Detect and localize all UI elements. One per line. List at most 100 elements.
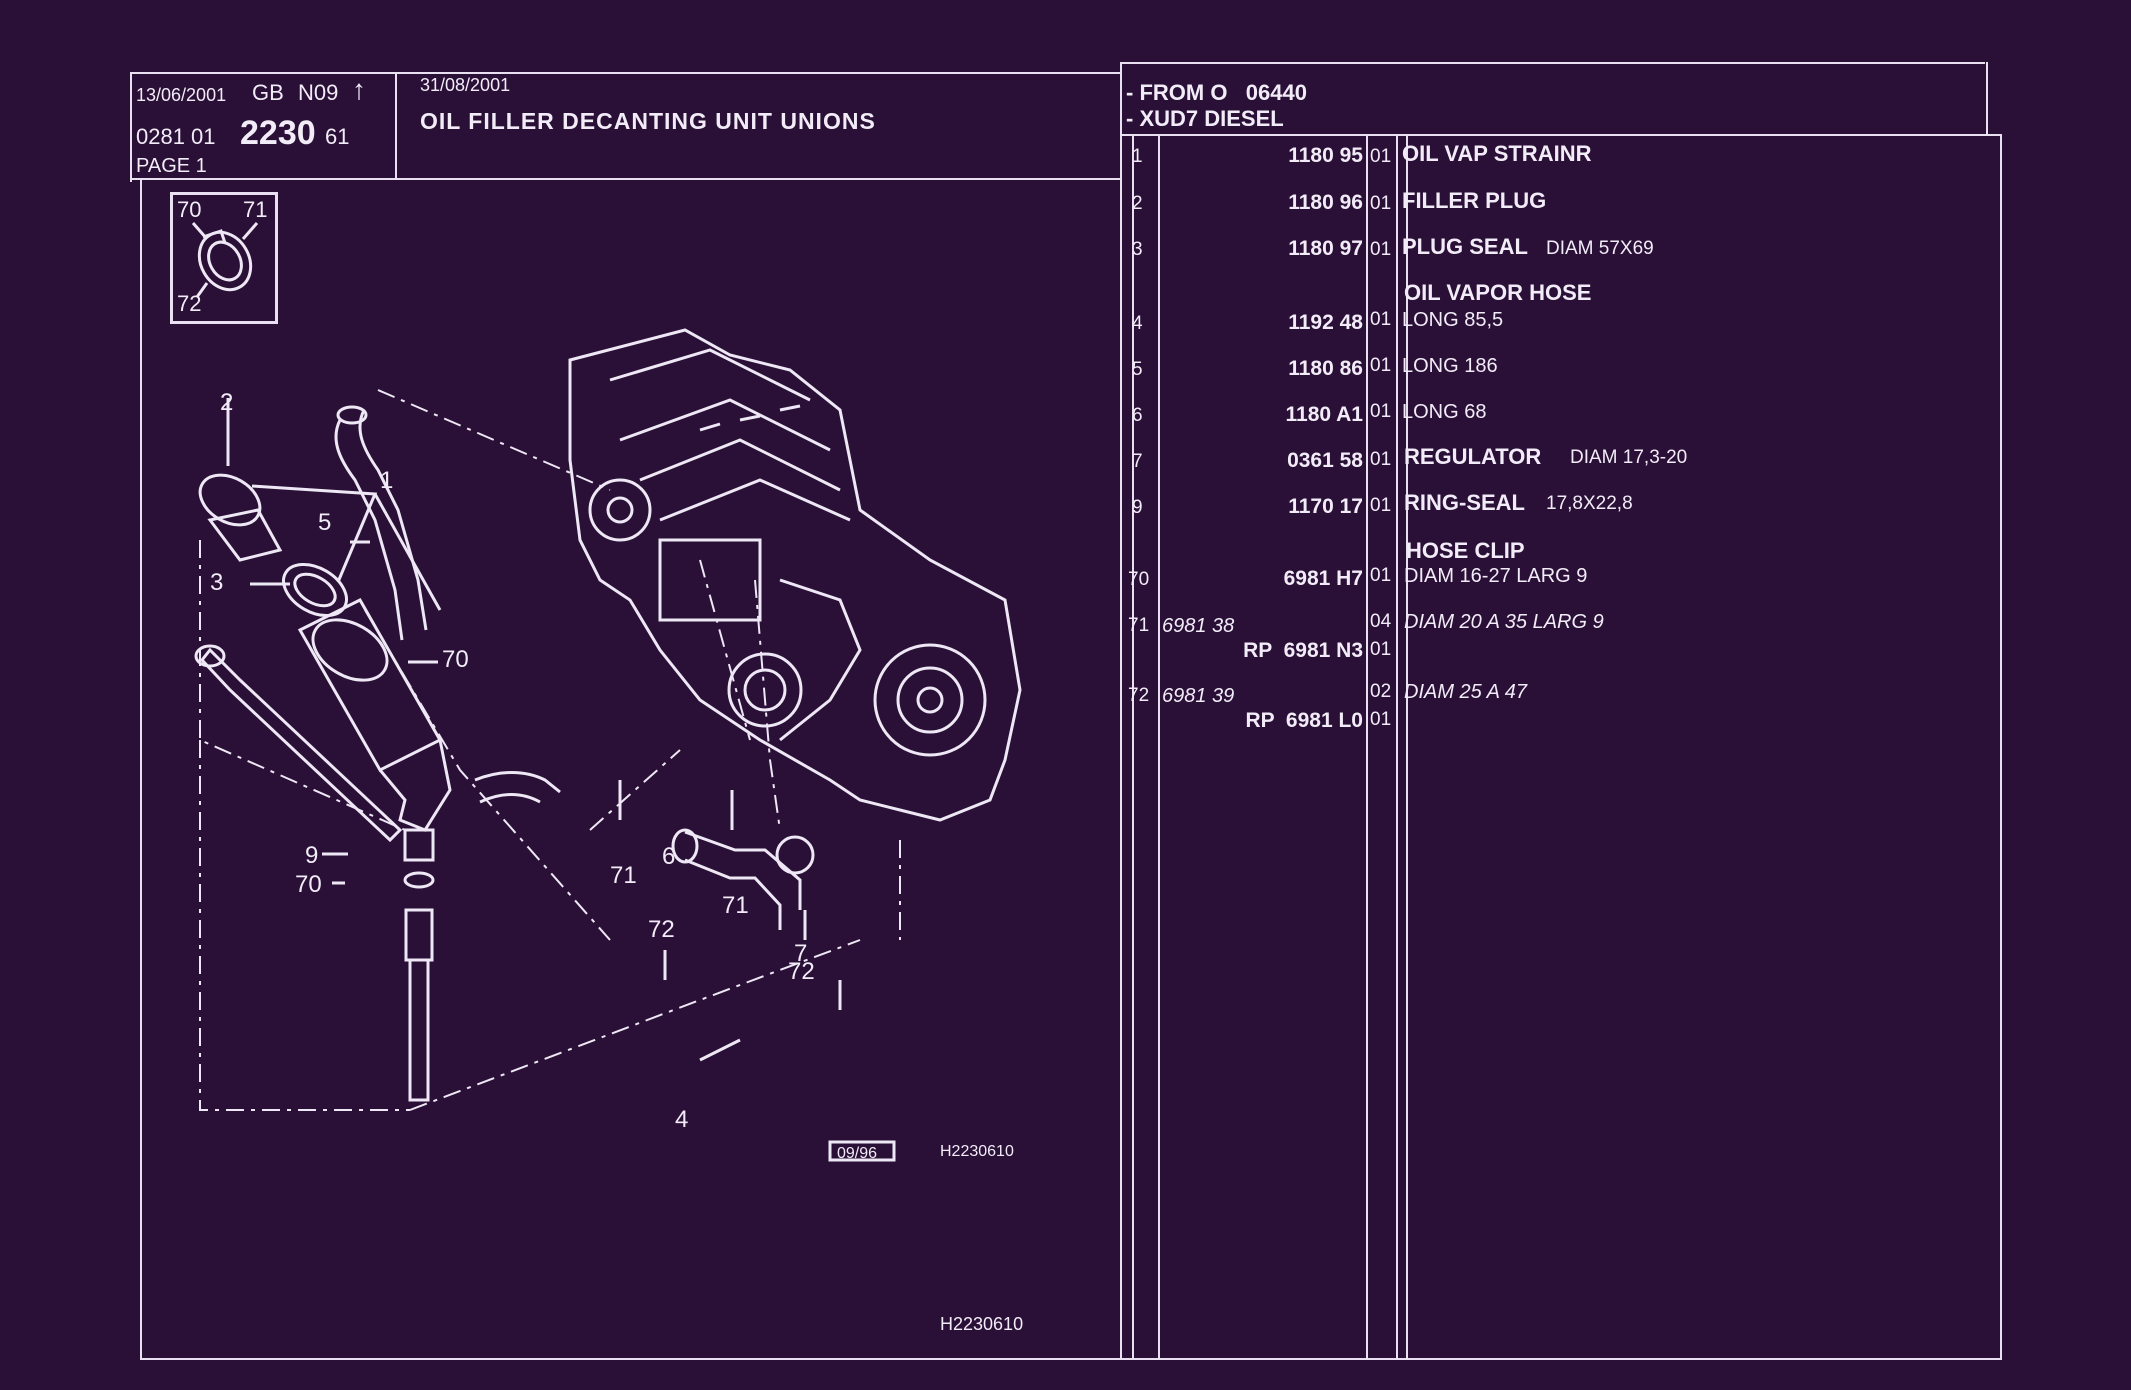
- frame-right: [1986, 62, 1988, 136]
- inset-label-71: 71: [243, 197, 268, 222]
- frame-right-lower: [2000, 134, 2002, 1360]
- part-qty: 01: [1370, 565, 1392, 586]
- frame-left-lower: [140, 180, 142, 1360]
- part-ref: 1180 A1: [1285, 403, 1363, 426]
- table-col-ref: [1366, 136, 1368, 1358]
- header-from: - FROM O 06440: [1126, 80, 1307, 105]
- part-ref-replacement: RP 6981 N3: [1243, 639, 1363, 662]
- header-ref-prefix: 0281 01: [136, 124, 216, 149]
- callout-5: 5: [318, 509, 331, 536]
- header-ref-suffix: 61: [325, 124, 350, 149]
- part-num: 9: [1132, 497, 1143, 518]
- callout-71-left: 71: [610, 862, 637, 889]
- callout-72-left: 72: [648, 916, 675, 943]
- part-ref: 1180 95: [1288, 144, 1363, 167]
- header-divider-1: [395, 72, 397, 180]
- part-ref: 6981 H7: [1283, 567, 1363, 590]
- part-num: 5: [1132, 359, 1143, 380]
- part-qty: 01: [1370, 709, 1392, 730]
- leader-lines: [199, 389, 901, 1111]
- part-name: FILLER PLUG: [1402, 188, 1547, 213]
- callout-7: 7: [794, 940, 807, 967]
- part-num: 7: [1132, 451, 1143, 472]
- callout-72-right: 72: [788, 958, 815, 985]
- part-spec: DIAM 16-27 LARG 9: [1404, 565, 1588, 587]
- part-num: 4: [1132, 313, 1143, 334]
- part-ref: 1180 96: [1288, 191, 1363, 214]
- part-qty: 01: [1370, 401, 1392, 422]
- callout-leaders: [226, 398, 842, 1062]
- group-hose-clip: HOSE CLIP: [1406, 538, 1525, 563]
- part-name: RING-SEAL: [1404, 490, 1525, 515]
- engine-block-drawing: [568, 328, 1022, 822]
- part-spec: DIAM 57X69: [1546, 238, 1654, 259]
- part-qty: 01: [1370, 193, 1392, 214]
- part-ref: 1170 17: [1288, 495, 1363, 518]
- callout-4: 4: [675, 1106, 688, 1133]
- part-qty: 01: [1370, 309, 1392, 330]
- part-ref: 0361 58: [1287, 449, 1363, 472]
- part-qty: 01: [1370, 639, 1392, 660]
- part-name: REGULATOR: [1404, 444, 1542, 469]
- frame-left: [130, 72, 132, 182]
- frame-top-left: [130, 72, 1120, 74]
- part-spec: LONG 68: [1402, 401, 1487, 423]
- part-qty: 01: [1370, 449, 1392, 470]
- part-name: OIL VAP STRAINR: [1402, 141, 1592, 166]
- filler-assembly-drawing: [194, 473, 452, 1102]
- diagram-ref-small: H2230610: [940, 1143, 1014, 1160]
- callout-2: 2: [220, 389, 233, 416]
- table-divider-2: [1132, 134, 1134, 1358]
- part-ref: 1180 97: [1288, 237, 1363, 260]
- header-country: GB: [252, 80, 284, 105]
- header-date-left: 13/06/2001: [136, 85, 227, 105]
- part-spec: LONG 85,5: [1402, 309, 1504, 331]
- part-old-ref: 6981 39: [1162, 685, 1235, 707]
- inset-label-70: 70: [177, 197, 202, 222]
- hose-clip-icon: [191, 222, 259, 298]
- header-engine: - XUD7 DIESEL: [1126, 106, 1284, 131]
- arrow-up-icon: ↑: [352, 74, 366, 105]
- callout-3: 3: [210, 569, 223, 596]
- header-page: PAGE 1: [136, 155, 207, 177]
- part-spec: LONG 186: [1402, 355, 1498, 377]
- part-name: PLUG SEAL: [1402, 234, 1528, 259]
- part-spec: DIAM 20 A 35 LARG 9: [1404, 611, 1604, 633]
- header-ref-main: 2230: [240, 114, 316, 152]
- exploded-parts-diagram: 1 2 3 5 70 9 70 71 6 71 72 7 72 4 09/96 …: [194, 328, 1023, 1334]
- callout-70-low: 70: [295, 871, 322, 898]
- part-qty: 01: [1370, 355, 1392, 376]
- part-qty: 01: [1370, 146, 1392, 167]
- table-header-bottom: [1120, 134, 2000, 136]
- part-num: 6: [1132, 405, 1143, 426]
- callout-6: 6: [662, 843, 675, 870]
- part-num: 72: [1128, 685, 1150, 706]
- part-num: 70: [1128, 569, 1150, 590]
- callout-71-right: 71: [722, 892, 749, 919]
- part-num: 1: [1132, 146, 1143, 167]
- part-qty: 02: [1370, 681, 1392, 702]
- diagram-date-box: 09/96: [837, 1145, 877, 1162]
- callout-1: 1: [380, 467, 393, 494]
- callout-9: 9: [305, 842, 318, 869]
- diagram-ref-bottom: H2230610: [940, 1314, 1023, 1334]
- part-ref-replacement: RP 6981 L0: [1245, 709, 1363, 732]
- part-qty: 04: [1370, 611, 1392, 632]
- header-bottom: [130, 178, 1120, 180]
- table-col-qty-2: [1406, 136, 1408, 1358]
- group-oil-vapor-hose: OIL VAPOR HOSE: [1404, 280, 1592, 305]
- part-ref: 1192 48: [1288, 311, 1363, 334]
- inset-label-72: 72: [177, 291, 202, 316]
- header-date-mid: 31/08/2001: [420, 75, 511, 95]
- part-ref: 1180 86: [1288, 357, 1363, 380]
- part-qty: 01: [1370, 239, 1392, 260]
- frame-top-right: [1120, 62, 1985, 64]
- diagram-table-divider: [1120, 64, 1122, 1358]
- part-spec: 17,8X22,8: [1546, 493, 1633, 514]
- part-qty: 01: [1370, 495, 1392, 516]
- page-title: OIL FILLER DECANTING UNIT UNIONS: [420, 108, 876, 134]
- part-spec: DIAM 25 A 47: [1404, 681, 1528, 703]
- table-col-num: [1158, 136, 1160, 1358]
- part-num: 2: [1132, 193, 1143, 214]
- date-box-frame: [828, 1140, 896, 1162]
